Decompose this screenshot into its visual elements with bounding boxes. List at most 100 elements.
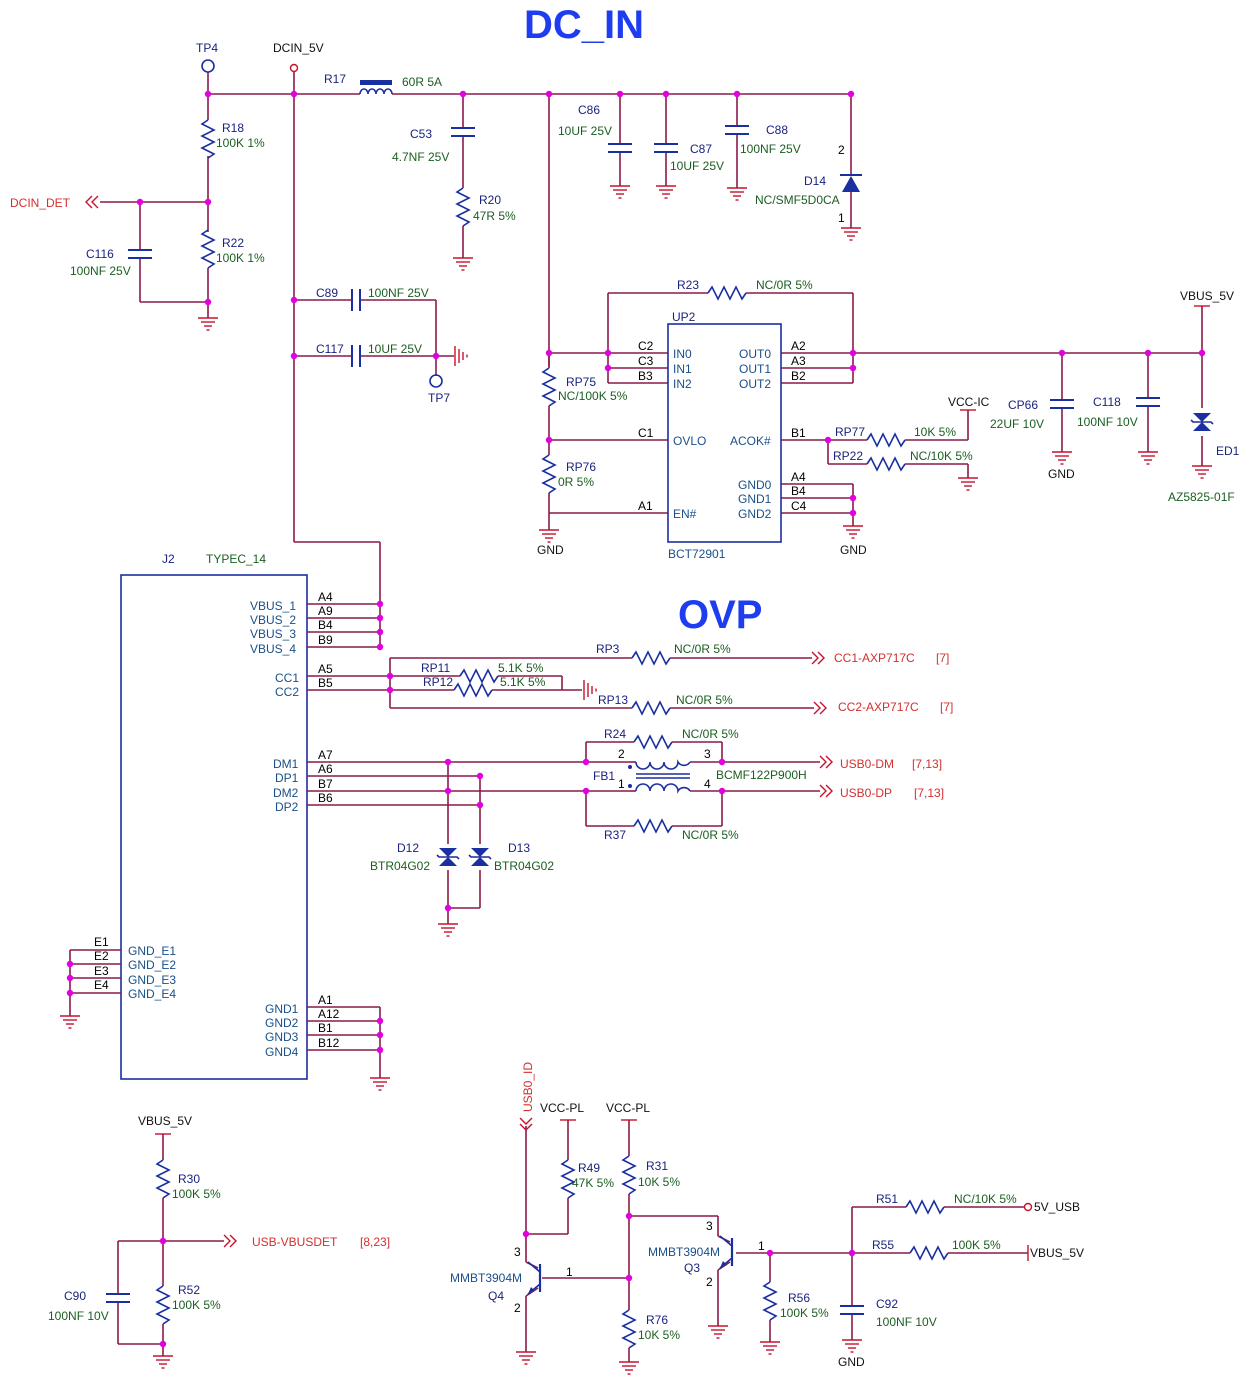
c92-capacitor: C92 100NF 10V bbox=[839, 1297, 937, 1329]
q4-ref: Q4 bbox=[488, 1289, 504, 1303]
q4-part: MMBT3904M bbox=[450, 1271, 522, 1285]
cp66-capacitor: CP66 22UF 10V bbox=[990, 398, 1075, 431]
j2-pin-vbus3: VBUS_3 bbox=[250, 627, 296, 641]
j2-pin-a6: A6 bbox=[318, 762, 333, 776]
c90-capacitor: C90 100NF 10V bbox=[48, 1289, 131, 1323]
up2-pin-gnd0: GND0 bbox=[738, 478, 772, 492]
d13-ref: D13 bbox=[508, 841, 530, 855]
rp3-ref: RP3 bbox=[596, 642, 620, 656]
j2-pin-gnd-e4: GND_E4 bbox=[128, 987, 176, 1001]
c117-capacitor: C117 10UF 25V bbox=[316, 342, 422, 368]
usb0-dp-ref: [7,13] bbox=[914, 786, 944, 800]
r17-ref: R17 bbox=[324, 72, 346, 86]
q4-pin2: 2 bbox=[514, 1301, 521, 1315]
r17-value: 60R 5A bbox=[402, 75, 442, 89]
up2-pin-a3: A3 bbox=[791, 354, 806, 368]
rp76-value: 0R 5% bbox=[558, 475, 594, 489]
r22-value: 100K 1% bbox=[216, 251, 265, 265]
c89-ref: C89 bbox=[316, 286, 338, 300]
q3-pin2: 2 bbox=[706, 1275, 713, 1289]
rp11-value: 5.1K 5% bbox=[498, 661, 544, 675]
j2-pin-gnd1: GND1 bbox=[265, 1002, 299, 1016]
gnd-cp66-label: GND bbox=[1048, 467, 1075, 481]
up2-dots bbox=[545, 349, 1206, 517]
transistor-dots bbox=[522, 1212, 856, 1282]
up2-pin-out0: OUT0 bbox=[739, 347, 771, 361]
up2-pin-en: EN# bbox=[673, 507, 697, 521]
d14-pin2: 2 bbox=[838, 143, 845, 157]
r37-resistor: R37 NC/0R 5% bbox=[604, 819, 739, 842]
up2-pin-c2: C2 bbox=[638, 339, 654, 353]
r23-resistor: R23 NC/0R 5% bbox=[677, 278, 813, 300]
j2-pin-e3: E3 bbox=[94, 964, 109, 978]
r20-ref: R20 bbox=[479, 193, 501, 207]
up2-pin-a4: A4 bbox=[791, 470, 806, 484]
vcc-ic-net: VCC-IC bbox=[948, 395, 990, 411]
rp3-resistor: RP3 NC/0R 5% bbox=[596, 642, 731, 665]
rp12-resistor: RP12 5.1K 5% bbox=[423, 675, 546, 697]
ed1-ref: ED1 bbox=[1216, 444, 1240, 458]
r22-ref: R22 bbox=[222, 236, 244, 250]
c118-value: 100NF 10V bbox=[1077, 415, 1138, 429]
j2-dots bbox=[66, 600, 726, 1054]
rp22-value: NC/10K 5% bbox=[910, 449, 973, 463]
r37-value: NC/0R 5% bbox=[682, 828, 739, 842]
j2-pin-cc2: CC2 bbox=[275, 685, 299, 699]
c87-value: 10UF 25V bbox=[670, 159, 724, 173]
d12-value: BTR04G02 bbox=[370, 859, 430, 873]
j2-pin-a9: A9 bbox=[318, 604, 333, 618]
j2-pin-b12: B12 bbox=[318, 1036, 340, 1050]
r56-value: 100K 5% bbox=[780, 1306, 829, 1320]
vcc-pl-1-label: VCC-PL bbox=[540, 1101, 584, 1115]
cc1-port: CC1-AXP717C [7] bbox=[811, 651, 949, 665]
up2-pin-in1: IN1 bbox=[673, 362, 692, 376]
up2-pin-gnd2: GND2 bbox=[738, 507, 772, 521]
usb0-dm-port: USB0-DM [7,13] bbox=[819, 755, 942, 771]
d14-value: NC/SMF5D0CA bbox=[755, 193, 840, 207]
cc2-port: CC2-AXP717C [7] bbox=[813, 700, 953, 715]
d14-ref: D14 bbox=[804, 174, 826, 188]
q3-part: MMBT3904M bbox=[648, 1245, 720, 1259]
title-ovp: OVP bbox=[678, 593, 762, 637]
usb-vbusdet-label: USB-VBUSDET bbox=[252, 1235, 338, 1249]
c117-ref: C117 bbox=[316, 342, 344, 356]
c87-ref: C87 bbox=[690, 142, 712, 156]
j2-pin-vbus1: VBUS_1 bbox=[250, 599, 296, 613]
v5-usb-net: 5V_USB bbox=[1023, 1200, 1080, 1214]
r24-resistor: R24 NC/0R 5% bbox=[604, 727, 739, 749]
vbusdet-dots bbox=[159, 1237, 167, 1348]
up2-pin-out2: OUT2 bbox=[739, 377, 771, 391]
j2-pin-gnd3: GND3 bbox=[265, 1030, 299, 1044]
usb-vbusdet-port: USB-VBUSDET [8,23] bbox=[223, 1234, 390, 1249]
usb-vbusdet-ref: [8,23] bbox=[360, 1235, 390, 1249]
j2-ref: J2 bbox=[162, 552, 175, 566]
r49-value: 47K 5% bbox=[572, 1176, 614, 1190]
vbus-5v-bottom-label: VBUS_5V bbox=[138, 1114, 192, 1128]
q4-pin1: 1 bbox=[566, 1265, 573, 1279]
vcc-pl-2-label: VCC-PL bbox=[606, 1101, 650, 1115]
r24-ref: R24 bbox=[604, 727, 626, 741]
r17-ferrite: R17 60R 5A bbox=[324, 72, 442, 95]
r52-resistor: R52 100K 5% bbox=[156, 1283, 221, 1325]
up2-pin-in2: IN2 bbox=[673, 377, 692, 391]
c116-ref: C116 bbox=[86, 247, 114, 261]
r51-resistor: R51 NC/10K 5% bbox=[876, 1192, 1017, 1214]
r30-value: 100K 5% bbox=[172, 1187, 221, 1201]
v5-usb-label: 5V_USB bbox=[1034, 1200, 1080, 1214]
dcin-5v-net: DCIN_5V bbox=[273, 41, 324, 73]
j2-pin-dp1: DP1 bbox=[275, 771, 299, 785]
vcc-pl-2-net: VCC-PL bbox=[606, 1101, 650, 1121]
tp4-testpoint: TP4 bbox=[196, 41, 218, 73]
fb1-pin3: 3 bbox=[704, 747, 711, 761]
up2-part: BCT72901 bbox=[668, 547, 726, 561]
vbus-5v-bottom-net: VBUS_5V bbox=[138, 1114, 192, 1135]
r52-ref: R52 bbox=[178, 1283, 200, 1297]
cp66-value: 22UF 10V bbox=[990, 417, 1044, 431]
j2-pin-a5: A5 bbox=[318, 662, 333, 676]
r49-resistor: R49 47K 5% bbox=[561, 1159, 614, 1199]
up2-pin-b4: B4 bbox=[791, 484, 806, 498]
vbus-5v-right-label: VBUS_5V bbox=[1030, 1246, 1084, 1260]
rp11-ref: RP11 bbox=[421, 661, 450, 675]
r49-ref: R49 bbox=[578, 1161, 600, 1175]
